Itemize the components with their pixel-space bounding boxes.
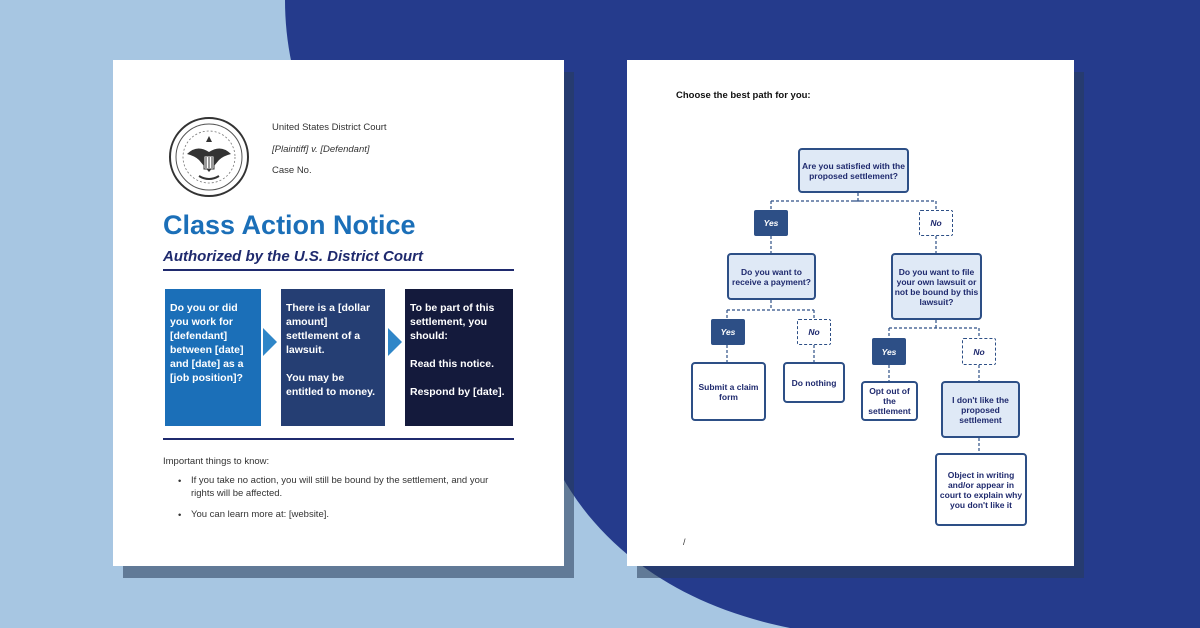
box-text: You may be entitled to money. bbox=[286, 372, 376, 398]
notice-title: Class Action Notice bbox=[163, 210, 416, 240]
outcome-dislike-settlement: I don't like the proposed settlement bbox=[941, 381, 1020, 438]
bullet-item: You can learn more at: [website]. bbox=[191, 509, 330, 520]
arrow-right-icon bbox=[263, 328, 277, 356]
info-box-eligibility: Do you or did you work for [defendant] b… bbox=[165, 289, 261, 426]
flowchart-page: Choose the best path for you: Are you sa… bbox=[627, 60, 1074, 566]
info-box-actions: To be part of this settlement, you shoul… bbox=[405, 289, 513, 426]
notice-page: United States District Court [Plaintiff]… bbox=[113, 60, 564, 566]
outcome-object-in-writing: Object in writing and/or appear in court… bbox=[935, 453, 1027, 526]
box-text: Read this notice. bbox=[410, 358, 495, 370]
important-heading: Important things to know: bbox=[163, 456, 270, 467]
stray-mark: / bbox=[683, 537, 686, 547]
info-box-settlement: There is a [dollar amount] settlement of… bbox=[281, 289, 385, 426]
court-name: United States District Court bbox=[272, 122, 387, 133]
divider-top bbox=[163, 269, 514, 271]
bullet-dot: • bbox=[178, 510, 182, 521]
answer-no: No bbox=[919, 210, 953, 236]
arrow-right-icon bbox=[388, 328, 402, 356]
answer-yes: Yes bbox=[754, 210, 788, 236]
question-satisfied: Are you satisfied with the proposed sett… bbox=[798, 148, 909, 193]
divider-bottom bbox=[163, 438, 514, 440]
box-text: Do you or did you work for [defendant] b… bbox=[170, 302, 244, 384]
notice-subtitle: Authorized by the U.S. District Court bbox=[163, 248, 424, 265]
box-text: To be part of this settlement, you shoul… bbox=[410, 302, 495, 342]
bullet-dot: • bbox=[178, 476, 182, 487]
answer-no: No bbox=[962, 338, 996, 365]
case-number: Case No. bbox=[272, 165, 312, 176]
answer-no: No bbox=[797, 319, 831, 345]
box-text: There is a [dollar amount] settlement of… bbox=[286, 302, 371, 356]
outcome-submit-claim: Submit a claim form bbox=[691, 362, 766, 421]
flowchart-connectors bbox=[726, 193, 980, 453]
outcome-do-nothing: Do nothing bbox=[783, 362, 845, 403]
answer-yes: Yes bbox=[711, 319, 745, 345]
bullet-item: If you take no action, you will still be… bbox=[191, 475, 489, 499]
case-parties: [Plaintiff] v. [Defendant] bbox=[272, 144, 370, 155]
question-payment: Do you want to receive a payment? bbox=[727, 253, 816, 300]
us-district-court-seal-icon bbox=[169, 117, 249, 197]
outcome-opt-out: Opt out of the settlement bbox=[861, 381, 918, 421]
question-own-lawsuit: Do you want to file your own lawsuit or … bbox=[891, 253, 982, 320]
answer-yes: Yes bbox=[872, 338, 906, 365]
box-text: Respond by [date]. bbox=[410, 386, 505, 398]
flowchart-heading: Choose the best path for you: bbox=[676, 90, 811, 101]
